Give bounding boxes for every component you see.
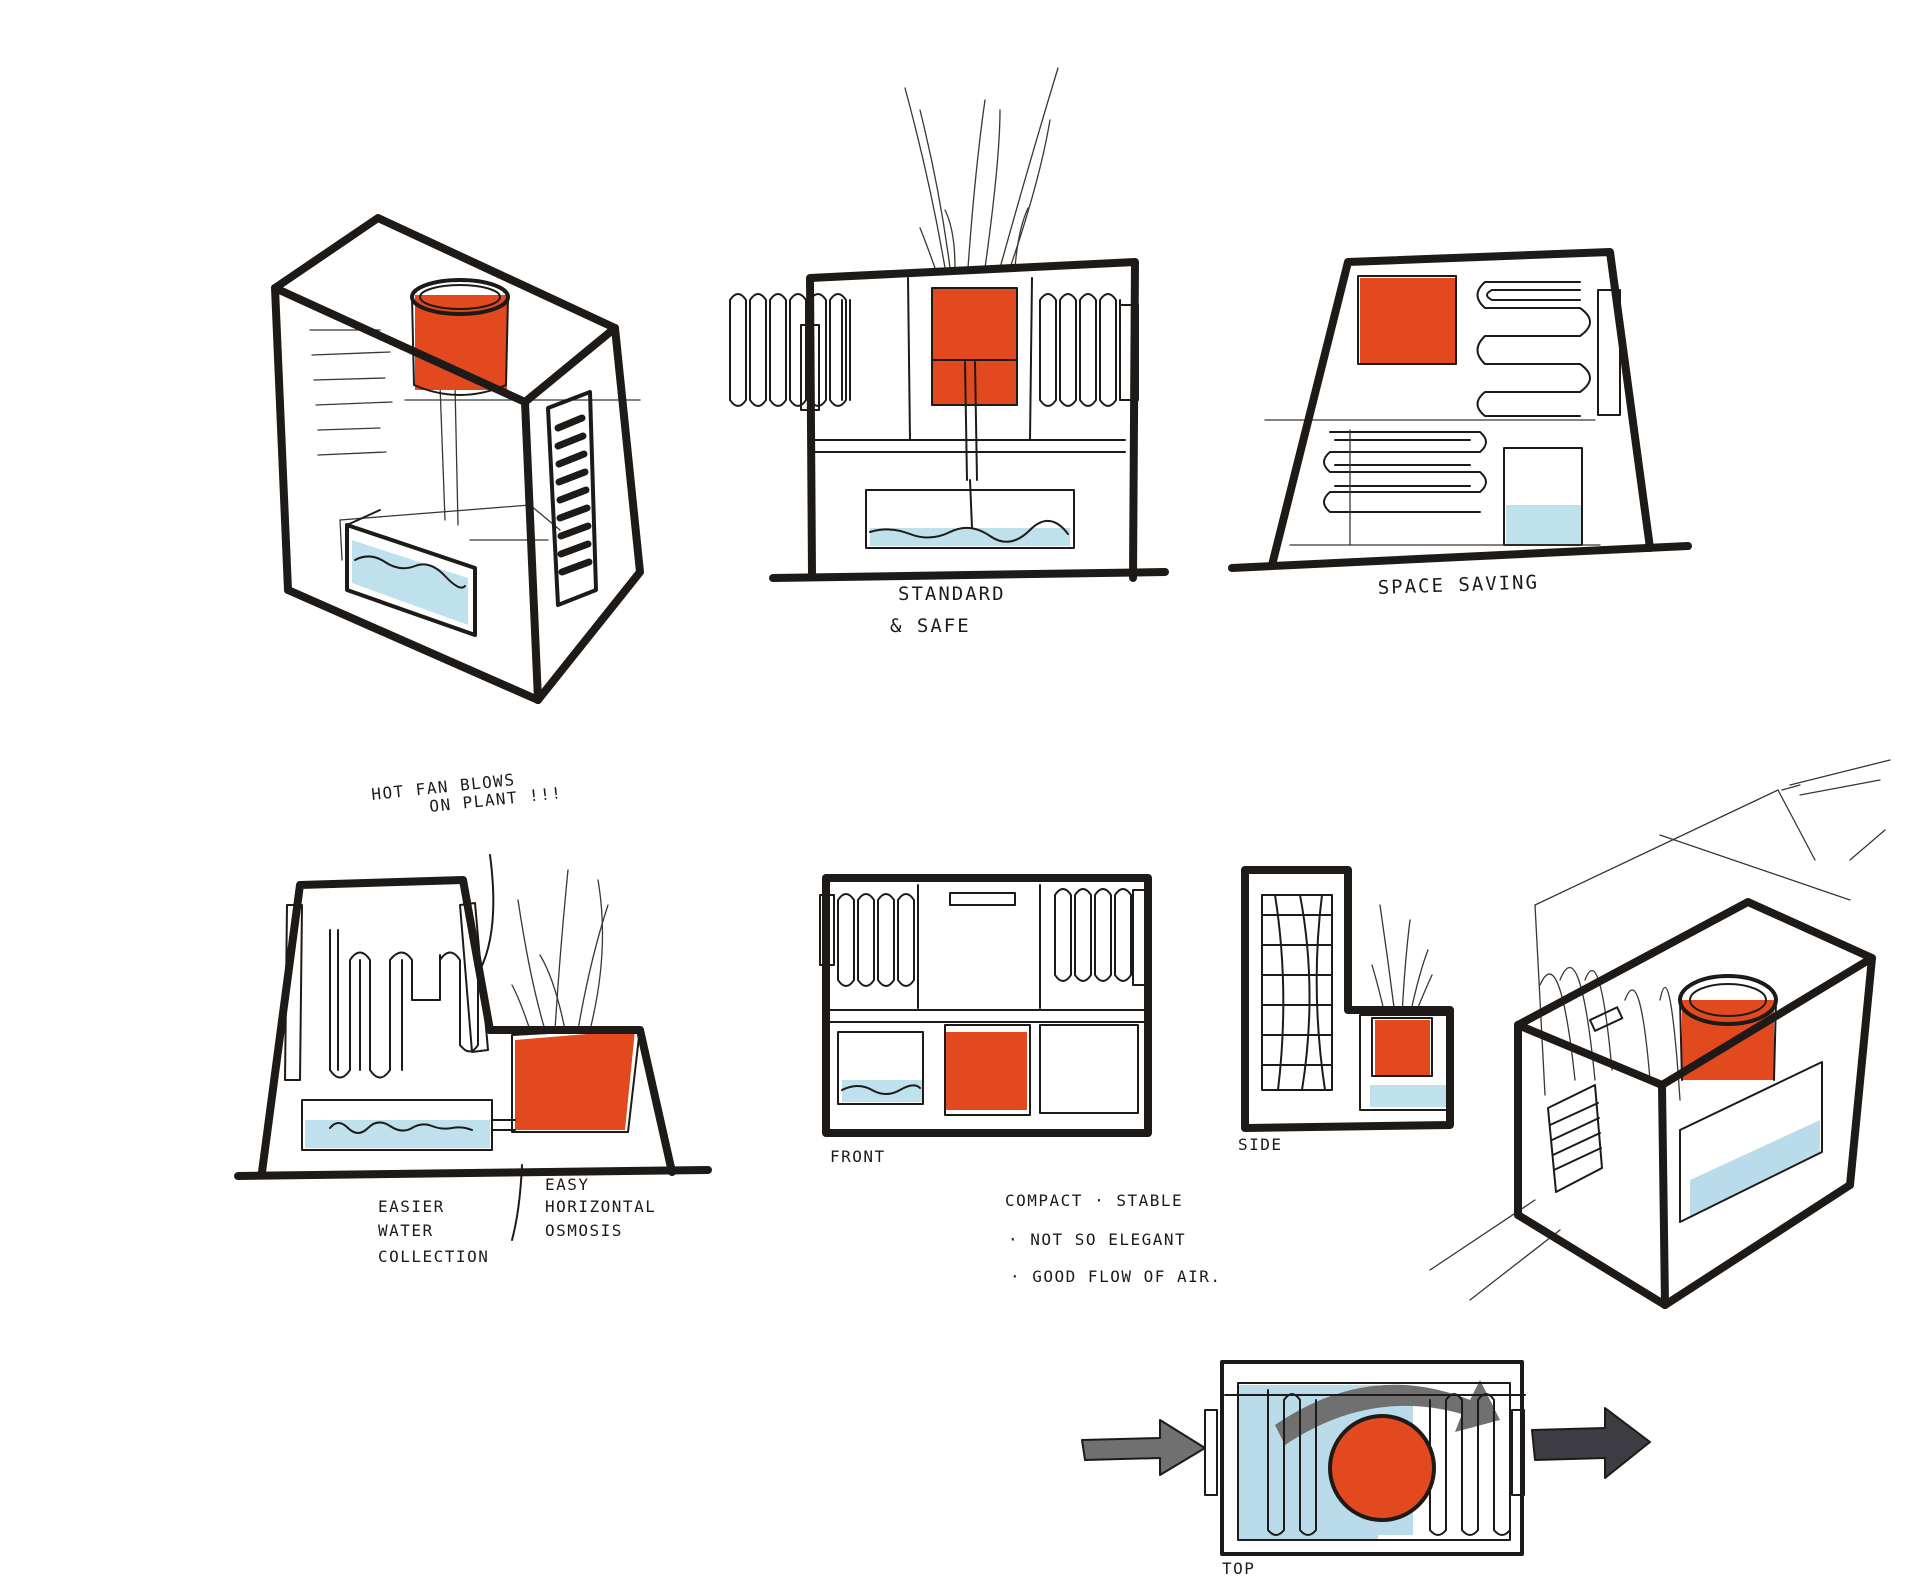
label-easier-line2: WATER	[378, 1221, 434, 1240]
front-water	[842, 1080, 922, 1102]
front-right-fan	[1132, 889, 1146, 986]
standard-plant-leaves	[904, 67, 1059, 269]
top-outline	[1220, 1360, 1524, 1556]
sketch-iso-box-2	[1429, 759, 1891, 1309]
label-front: FRONT	[830, 1147, 886, 1166]
front-outline	[822, 874, 1152, 1137]
label-standard-line2: & SAFE	[890, 615, 971, 637]
sketch-side-view	[1241, 866, 1454, 1132]
sketch-space-saving	[1228, 248, 1692, 572]
label-easy-line1: EASY	[545, 1175, 590, 1194]
hot-fan-water	[305, 1120, 490, 1148]
front-left-coil	[837, 893, 915, 987]
sketch-hot-fan	[234, 854, 712, 1241]
sketch-front-view	[819, 874, 1152, 1137]
label-space-saving: SPACE SAVING	[1377, 571, 1539, 599]
side-pot	[1375, 1020, 1430, 1075]
front-heater	[945, 1032, 1027, 1110]
sketch-iso-box-1	[271, 214, 644, 704]
top-left-fan	[1204, 1409, 1218, 1496]
label-note-line2: · NOT SO ELEGANT	[1008, 1230, 1186, 1249]
label-easier-line1: EASIER	[378, 1197, 445, 1216]
hot-fan-outline	[234, 876, 712, 1180]
space-saving-coil-vertical	[1476, 281, 1591, 417]
iso-box-1-vent	[546, 390, 598, 607]
iso-box-1-vent-slats	[554, 414, 593, 576]
top-coil-right	[1429, 1393, 1511, 1536]
space-saving-coil-horizontal	[1323, 431, 1487, 513]
label-standard-line1: STANDARD	[898, 583, 1006, 605]
standard-water	[870, 528, 1070, 546]
iso-box-2-water	[1690, 1120, 1820, 1218]
space-saving-construction-lines	[1264, 419, 1601, 546]
side-outline	[1241, 866, 1454, 1132]
top-inlet-arrow	[1082, 1420, 1205, 1475]
front-right-coil	[1054, 888, 1132, 982]
standard-right-coil	[1039, 293, 1121, 407]
standard-outline	[769, 258, 1169, 582]
side-coil-frame	[1261, 894, 1333, 1091]
top-airflow-arrow	[1275, 1380, 1500, 1445]
space-saving-heater	[1360, 278, 1455, 363]
sketch-top-view	[1081, 1360, 1651, 1556]
hot-fan-coil	[329, 929, 479, 1079]
hot-fan-pot	[515, 1030, 635, 1130]
standard-left-coil	[729, 293, 851, 407]
side-water	[1370, 1085, 1450, 1107]
sketch-standard-safe	[729, 67, 1169, 582]
label-easy-line3: OSMOSIS	[545, 1221, 623, 1240]
space-saving-outline	[1228, 248, 1692, 572]
label-top: TOP	[1222, 1559, 1255, 1578]
top-outlet-arrow	[1532, 1408, 1650, 1478]
side-coil-slats	[1261, 894, 1333, 1091]
side-plant-leaves	[1371, 904, 1433, 1016]
label-easier-line3: COLLECTION	[378, 1247, 489, 1266]
hot-fan-callout-line	[479, 854, 495, 971]
label-note-line1: COMPACT · STABLE	[1005, 1191, 1183, 1210]
iso-box-1-outline	[271, 214, 644, 704]
iso-box-2-construction-lines	[1429, 759, 1891, 1301]
label-note-line3: · GOOD FLOW OF AIR.	[1010, 1267, 1222, 1286]
iso-box-1-water-tray	[352, 540, 468, 625]
iso-box-2-outline	[1514, 898, 1876, 1309]
space-saving-water	[1506, 505, 1581, 545]
iso-box-2-side-panel	[1547, 1084, 1603, 1193]
hot-fan-plant-leaves	[511, 869, 609, 1031]
label-easy-line2: HORIZONTAL	[545, 1197, 656, 1216]
label-side: SIDE	[1238, 1135, 1283, 1154]
top-heater	[1330, 1416, 1434, 1520]
